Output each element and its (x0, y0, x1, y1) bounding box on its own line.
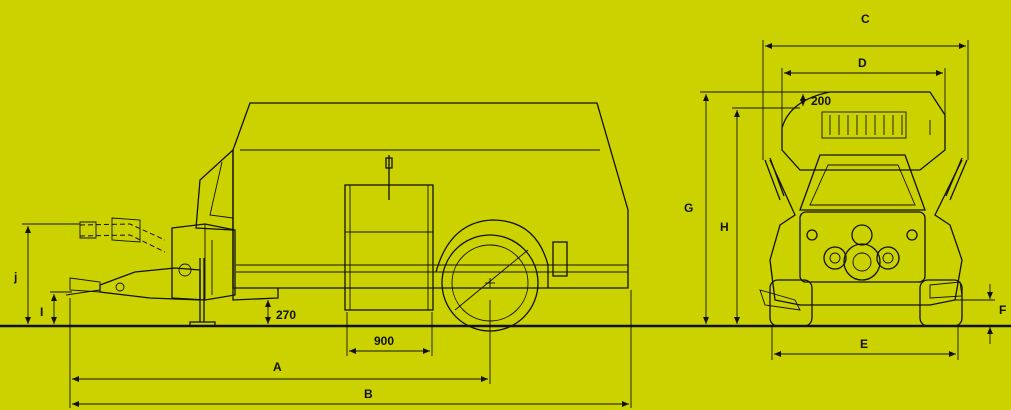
drawbar (99, 267, 201, 301)
rear-vents (821, 111, 907, 139)
mudguard (435, 219, 549, 288)
dim-h-label: H (720, 220, 729, 234)
dim-c-label: C (861, 12, 870, 26)
side-view (65, 102, 629, 332)
rear-wheel-left (769, 279, 813, 327)
side-door (344, 184, 434, 311)
pto-shaft (79, 223, 166, 241)
dim-a-label: A (273, 360, 282, 374)
dim-900-label: 900 (374, 334, 394, 348)
dim-e-label: E (860, 337, 868, 351)
bale-chamber-body (232, 102, 629, 289)
dim-f-label: F (999, 303, 1006, 317)
dim-200-label: 200 (811, 94, 831, 108)
rear-view (759, 91, 968, 327)
side-dimensions: j I 270 900 A B (13, 223, 632, 408)
rear-dimensions: C D 200 G H E F (684, 12, 1006, 360)
dim-270-label: 270 (276, 308, 296, 322)
dim-d-label: D (858, 56, 867, 70)
dim-j-label: j (13, 270, 17, 284)
dim-i-label: I (40, 305, 43, 319)
rear-wheel-right (919, 279, 963, 327)
pickup-hood (195, 149, 234, 231)
rear-hood (781, 91, 946, 171)
rear-body (769, 159, 963, 306)
dim-b-label: B (364, 387, 373, 401)
dim-g-label: G (684, 201, 693, 215)
rear-rotor-center (843, 243, 881, 281)
